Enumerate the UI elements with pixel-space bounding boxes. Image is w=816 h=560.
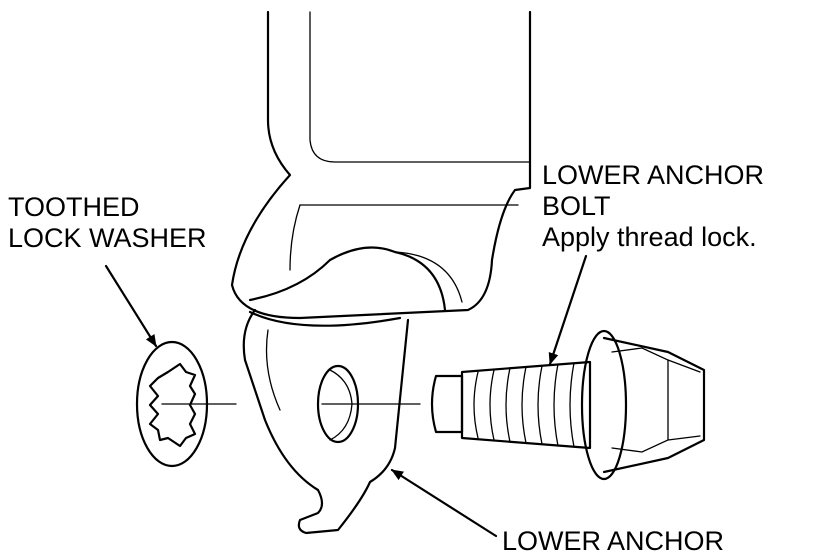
lower-anchor-bolt-label: LOWER ANCHOR BOLT Apply thread lock. [542, 160, 764, 253]
lower-anchor-bolt [430, 329, 706, 481]
lower-anchor-plate [242, 308, 410, 535]
anchor-leader-arrow [390, 468, 498, 538]
lower-anchor-label: LOWER ANCHOR [502, 526, 724, 557]
bracket-body [230, 10, 532, 320]
label-line: BOLT [542, 191, 611, 221]
label-line: TOOTHED [8, 192, 140, 222]
label-line: LOWER ANCHOR [542, 160, 765, 190]
washer-leader-arrow [104, 264, 158, 348]
label-line: LOWER ANCHOR [502, 526, 725, 556]
label-line: LOCK WASHER [8, 223, 207, 253]
toothed-lock-washer-label: TOOTHED LOCK WASHER [8, 192, 207, 254]
label-line: Apply thread lock. [542, 222, 757, 252]
bolt-leader-arrow [548, 254, 588, 366]
